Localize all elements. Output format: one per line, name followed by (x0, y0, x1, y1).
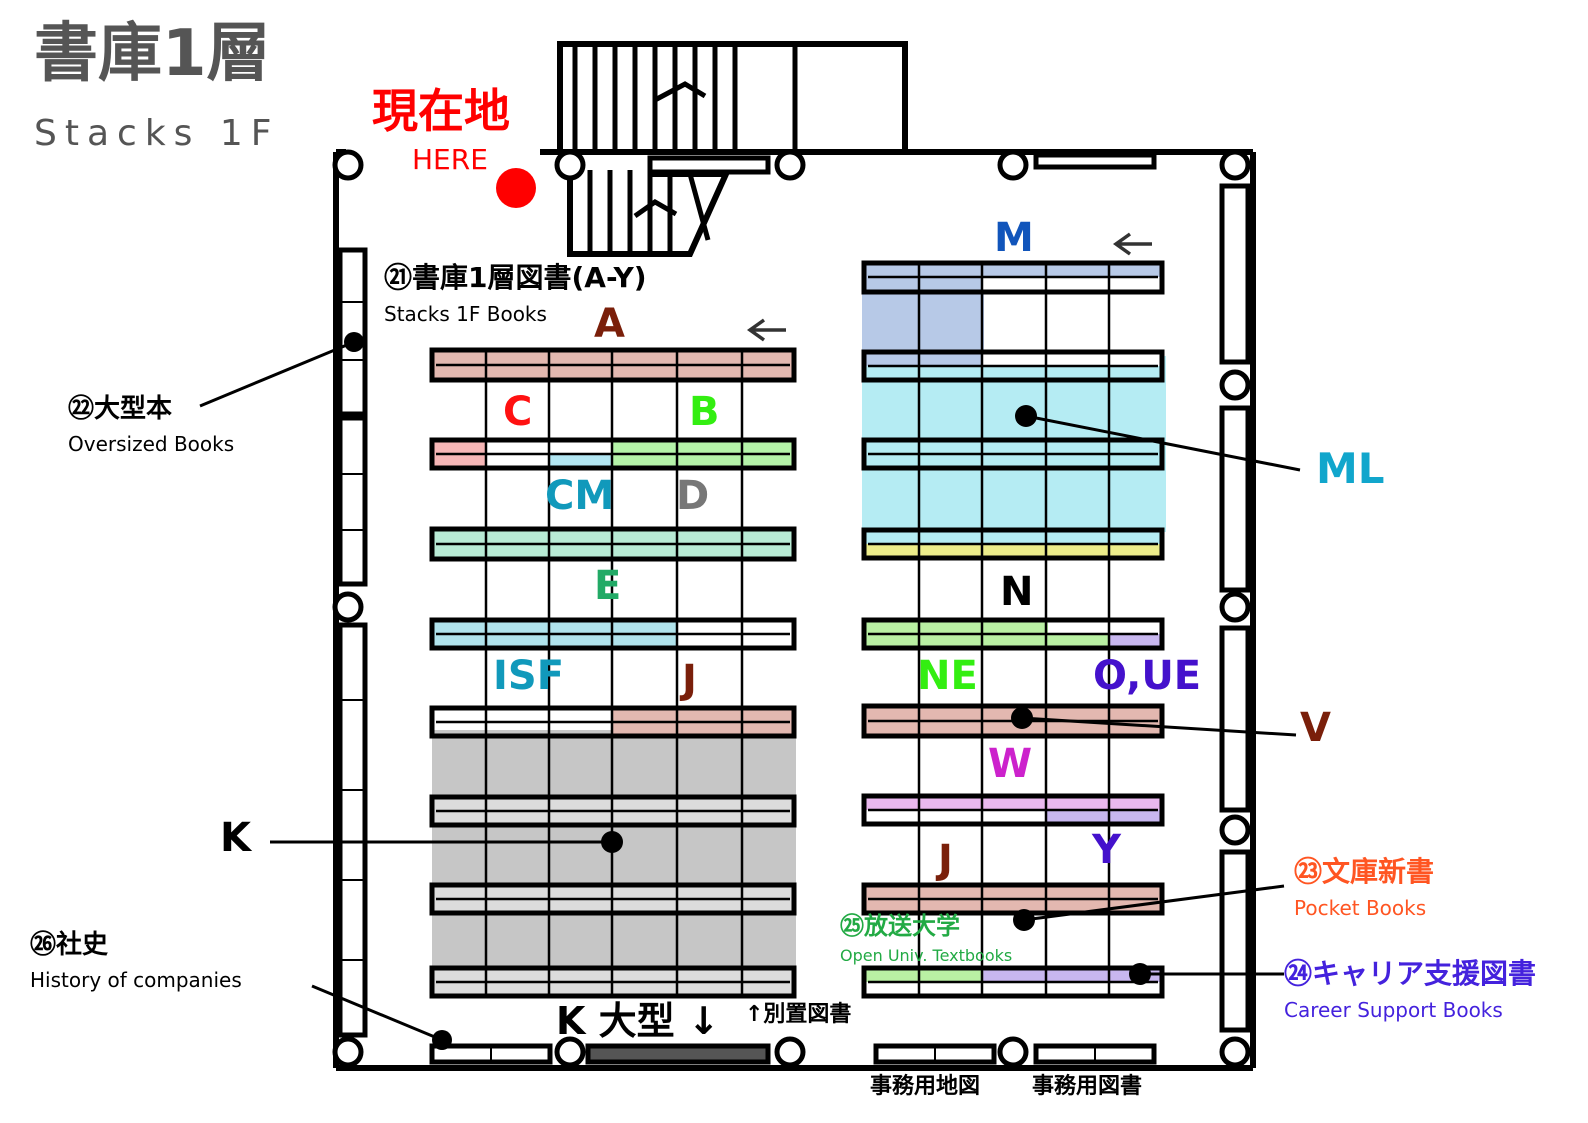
zone-k (432, 730, 796, 992)
label-y: Y (1092, 827, 1121, 873)
label-m: M (994, 215, 1034, 261)
column (1219, 814, 1251, 846)
stacks-books-title: ㉑書庫1層図書(A-Y) (384, 261, 647, 294)
label-j-right: J (938, 837, 953, 883)
open-univ-title: ㉕放送大学 (840, 912, 960, 940)
label-d: D (676, 473, 710, 519)
career-title: ㉔キャリア支援図書 (1284, 957, 1537, 990)
leader-dots (344, 332, 1151, 1050)
office-maps-label: 事務用地図 (870, 1074, 981, 1099)
company-history-title: ㉖社史 (30, 930, 109, 960)
current-location-marker (496, 168, 536, 208)
column (997, 1036, 1029, 1068)
left-shelves (429, 347, 797, 999)
stacks-books-subtitle: Stacks 1F Books (384, 302, 547, 326)
office-books-label: 事務用図書 (1032, 1074, 1143, 1099)
label-ml: ML (1316, 444, 1385, 493)
label-v: V (1300, 705, 1331, 751)
here-label-en: HERE (412, 143, 488, 176)
separate-books-label: ↑別置図書 (745, 1002, 852, 1027)
here-label-ja: 現在地 (372, 84, 510, 138)
pocket-title: ㉓文庫新書 (1294, 855, 1435, 888)
column (774, 1036, 806, 1068)
column (1219, 369, 1251, 401)
map-title: 書庫1層 (34, 17, 271, 91)
label-n: N (1000, 569, 1034, 615)
label-cm: CM (545, 473, 615, 519)
column (554, 149, 586, 181)
column (554, 1036, 586, 1068)
label-a: A (594, 301, 625, 347)
columns (332, 149, 1251, 1068)
column (1219, 1036, 1251, 1068)
column (1219, 591, 1251, 623)
label-e: E (594, 563, 622, 609)
label-ne: NE (917, 653, 978, 699)
wall-shelves (337, 152, 1251, 1065)
column (332, 1036, 364, 1068)
label-c: C (503, 389, 533, 435)
oversized-title: ㉒大型本 (68, 394, 173, 424)
label-w: W (988, 741, 1033, 787)
k-large-label: K 大型 ↓ (556, 999, 720, 1043)
leaders (199, 340, 1301, 1042)
column (332, 591, 364, 623)
map-subtitle: Stacks 1F (34, 113, 280, 154)
left-arrow-icon (746, 318, 786, 342)
label-k: K (220, 815, 251, 861)
label-j-left: J (682, 657, 697, 703)
staircase (557, 41, 908, 257)
column (332, 149, 364, 181)
label-b: B (689, 389, 720, 435)
open-univ-subtitle: Open Univ. Textbooks (840, 946, 1013, 965)
right-shelves (861, 260, 1165, 999)
left-arrow-icon (1112, 232, 1152, 256)
column (774, 149, 806, 181)
pocket-subtitle: Pocket Books (1294, 896, 1427, 920)
column (1219, 149, 1251, 181)
oversized-subtitle: Oversized Books (68, 432, 235, 456)
label-o-ue: O,UE (1093, 653, 1202, 699)
label-isf: ISF (493, 653, 565, 699)
company-history-subtitle: History of companies (30, 968, 242, 992)
career-subtitle: Career Support Books (1284, 998, 1503, 1022)
column (997, 149, 1029, 181)
